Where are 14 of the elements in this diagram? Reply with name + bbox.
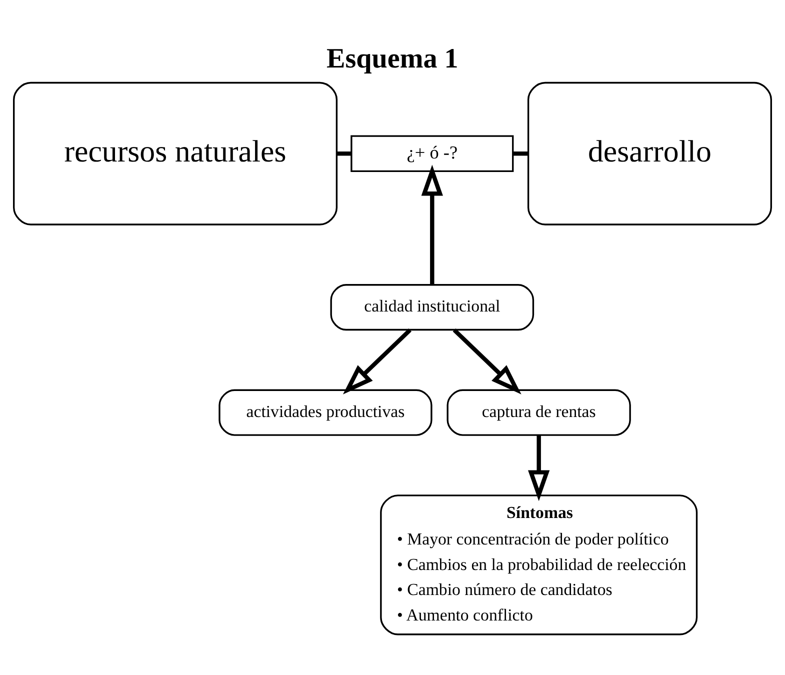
diagram-title: Esquema 1: [326, 43, 458, 74]
arrow: [528, 435, 550, 502]
connector: [336, 152, 352, 156]
arrow: [342, 328, 412, 394]
node-box: actividades productivas: [218, 389, 432, 436]
node-box: Síntomas • Mayor concentración de poder político • Cambios en la probabilidad de reelección • Cambio número de candidatos • Aumento conflicto: [380, 494, 698, 636]
node-box: captura de rentas: [446, 389, 631, 436]
node-box: calidad institucional: [330, 284, 534, 331]
connector: [512, 152, 528, 156]
arrow: [421, 164, 443, 285]
arrow: [452, 328, 522, 394]
node-box: recursos naturales: [13, 82, 338, 226]
node-box: ¿+ ó -?: [350, 135, 514, 172]
node-box: desarrollo: [527, 82, 772, 226]
